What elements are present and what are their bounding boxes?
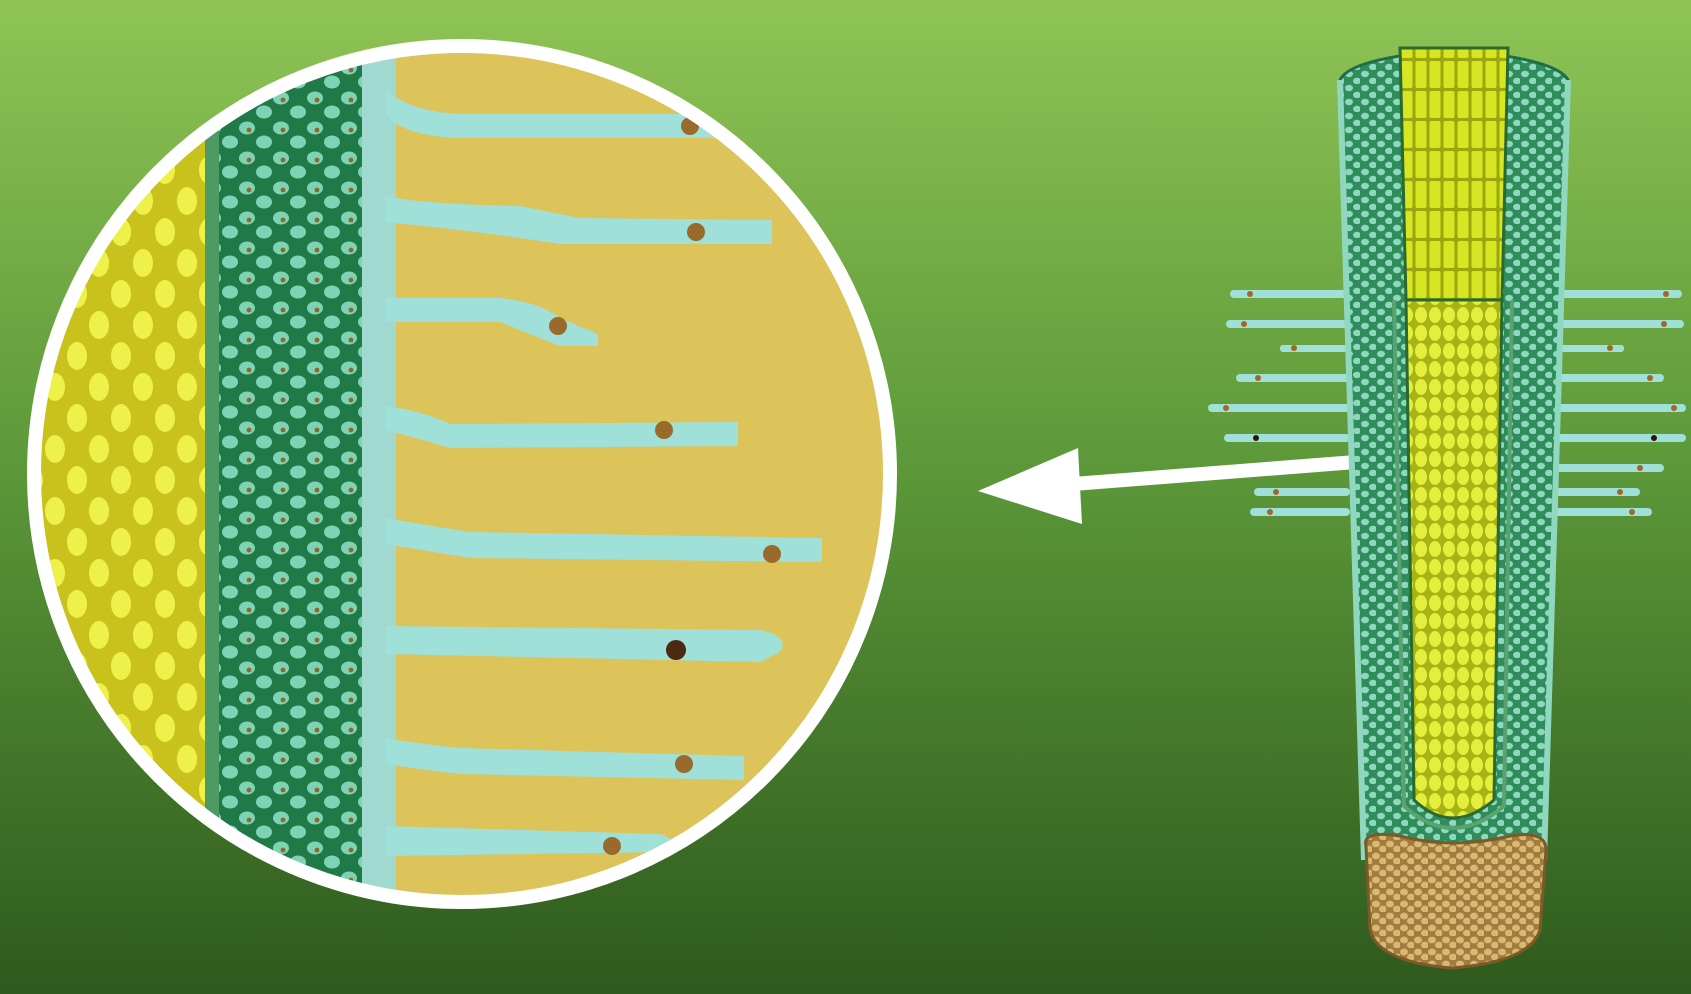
vascular-cylinder-lower — [1406, 300, 1502, 818]
vascular-cylinder-upper — [1400, 48, 1508, 300]
root-cap — [1366, 834, 1546, 968]
